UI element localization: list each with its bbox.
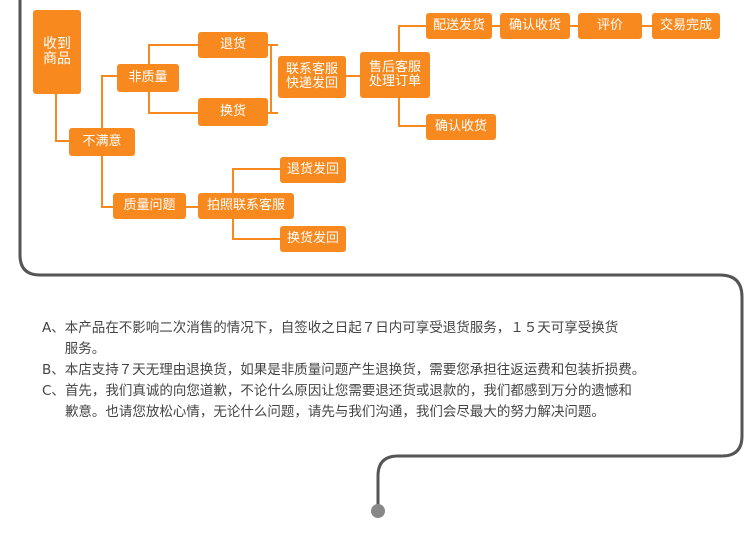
note-marker: A、 [42,320,65,336]
connector [232,238,280,240]
confirm-receipt-bottom-node: 确认收货 [426,114,496,140]
note-marker: C、 [42,383,65,399]
connector [266,112,278,114]
connector [101,206,113,208]
note-text: 本产品在不影响二次消售的情况下，自签收之日起７日内可享受退货服务，１５天可享受换… [64,320,619,357]
connector [492,25,500,27]
deal-done-node: 交易完成 [652,13,720,39]
connector [398,125,426,127]
connector [642,25,652,27]
after-sales-node: 售后客服 处理订单 [360,52,430,98]
policy-notes: A、 本产品在不影响二次消售的情况下，自签收之日起７日内可享受退货服务，１５天可… [42,318,722,423]
exchange-ship-back-node: 换货发回 [280,226,346,252]
connector [398,25,426,27]
unsatisfied-node: 不满意 [69,128,135,156]
frame-end-dot [371,504,385,518]
connector [101,75,117,77]
connector [186,206,198,208]
deliver-node: 配送发货 [426,13,492,39]
review-node: 评价 [578,13,642,39]
non-quality-node: 非质量 [117,64,179,92]
policy-note-c: C、 首先，我们真诚的向您道歉，不论什么原因让您需要退还货或退款的，我们都感到万… [42,381,722,423]
note-text: 首先，我们真诚的向您道歉，不论什么原因让您需要退还货或退款的，我们都感到万分的遗… [64,383,632,420]
exchange-node: 换货 [198,98,268,126]
connector [346,75,360,77]
quality-issue-node: 质量问题 [113,193,186,219]
return-ship-back-node: 退货发回 [280,157,346,183]
connector [570,25,578,27]
connector [148,112,198,114]
receive-goods-node: 收到 商品 [33,10,81,94]
contact-cs-ship-node: 联系客服 快递发回 [278,56,346,98]
note-marker: B、 [42,362,65,378]
connector [148,44,200,46]
connector [55,92,57,140]
connector [55,140,69,142]
return-node: 退货 [198,32,268,58]
connector [266,44,278,46]
connector [232,168,280,170]
policy-note-b: B、 本店支持７天无理由退换货，如果是非质量问题产生退换货，需要您承担往返运费和… [42,360,722,381]
confirm-receipt-top-node: 确认收货 [500,13,570,39]
note-text: 本店支持７天无理由退换货，如果是非质量问题产生退换货，需要您承担往返运费和包装折… [64,362,646,378]
upper-frame-path [18,0,744,510]
photo-contact-cs-node: 拍照联系客服 [198,193,294,219]
connector [270,44,272,114]
policy-note-a: A、 本产品在不影响二次消售的情况下，自签收之日起７日内可享受退货服务，１５天可… [42,318,722,360]
